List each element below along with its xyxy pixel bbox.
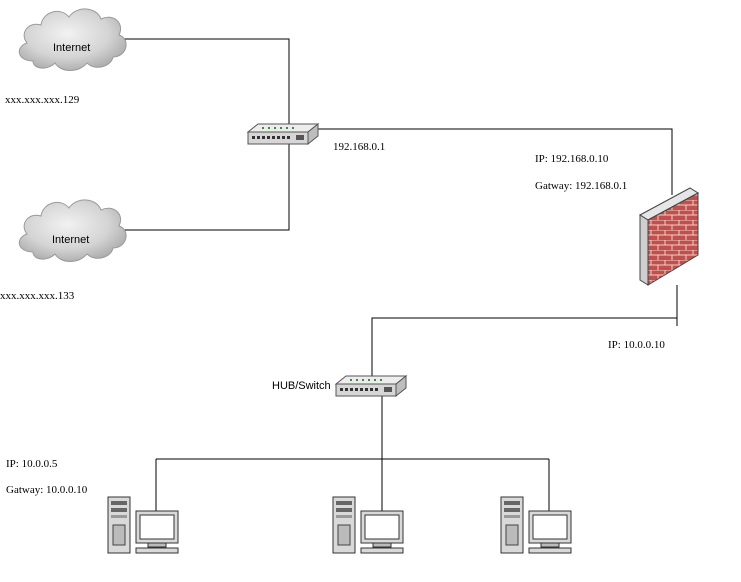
- firewall-icon: [639, 187, 699, 286]
- link-router-firewall: [318, 128, 673, 195]
- internet-2-label: Internet: [52, 234, 90, 246]
- hub-switch-label: HUB/Switch: [272, 380, 331, 392]
- router-icon: [246, 122, 320, 146]
- internet-1-ip: xxx.xxx.xxx.129: [5, 94, 80, 106]
- firewall-gateway: Gatway: 192.168.0.1: [535, 180, 628, 192]
- workstation-3-icon: [500, 496, 572, 554]
- internet-cloud-2-icon: [18, 199, 127, 262]
- workstation-2-icon: [332, 496, 404, 554]
- workstation-1-icon: [107, 496, 179, 554]
- router-ip: 192.168.0.1: [333, 141, 386, 153]
- workstation-gateway: Gatway: 10.0.0.10: [6, 484, 88, 496]
- internet-cloud-1-icon: [18, 8, 127, 71]
- hub-switch-icon: [334, 374, 408, 398]
- internet-1-label: Internet: [53, 42, 91, 54]
- link-internet1-router: [120, 38, 290, 127]
- link-firewall-hub: [371, 317, 677, 377]
- firewall-wan-ip: IP: 192.168.0.10: [535, 153, 609, 165]
- internet-2-ip: xxx.xxx.xxx.133: [0, 290, 75, 302]
- firewall-lan-ip: IP: 10.0.0.10: [608, 339, 665, 351]
- workstation-ip: IP: 10.0.0.5: [6, 458, 58, 470]
- link-internet2-router: [120, 143, 290, 231]
